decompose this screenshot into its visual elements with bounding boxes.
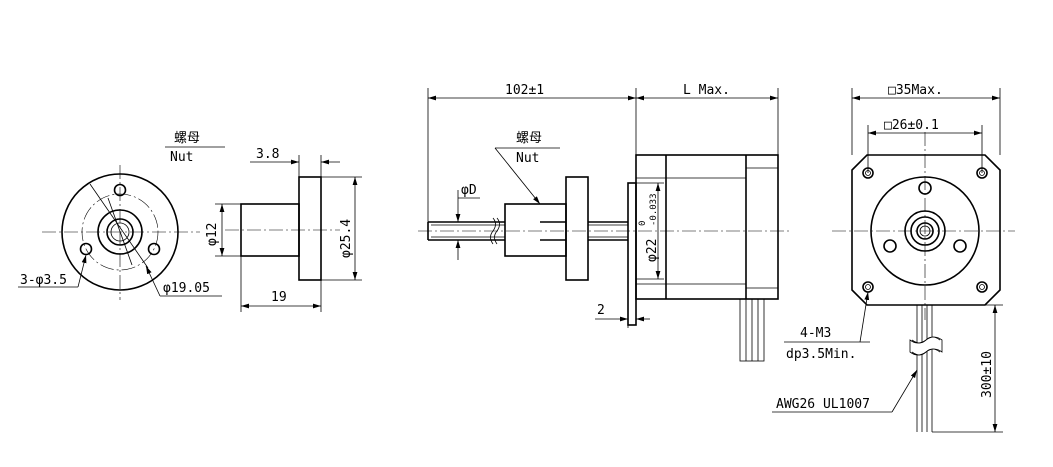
- hole-note: 3-φ3.5: [20, 273, 67, 288]
- body-length-dim: L Max.: [683, 83, 730, 98]
- motor-front-view: □35Max. □26±0.1 4-M3 dp3.5Min. AWG26 UL1…: [772, 83, 1015, 433]
- screw-dia-dim: φD: [461, 183, 477, 198]
- nut-body-outline: [97, 209, 143, 255]
- nut-label-en-2: Nut: [516, 151, 539, 166]
- body-dia-dim: φ12: [205, 223, 220, 246]
- motor-side-view: 102±1 L Max. φD 螺母 Nut φ22 0 -0.033 2: [418, 83, 790, 362]
- nut-mount-hole: [79, 242, 93, 256]
- nut-flange-rect: [298, 176, 322, 281]
- nut-pitch-circle: [81, 193, 159, 271]
- nut-label-cn-2: 螺母: [516, 131, 542, 146]
- screw-length-dim: 102±1: [505, 83, 544, 98]
- pilot-dia-dim: φ22: [645, 239, 660, 262]
- flange-dia-dim: φ25.4: [339, 219, 354, 258]
- nut-front-view: 3-φ3.5 φ19.05: [18, 165, 222, 300]
- nut-side-view: 3.8 φ12 φ25.4 19: [205, 147, 362, 312]
- motor-body: [635, 154, 779, 300]
- nut-length-dim: 19: [271, 290, 287, 305]
- wire-length-dim: 300±10: [980, 351, 995, 398]
- mount-hole: [862, 281, 874, 293]
- nut-flange-outline: [61, 173, 179, 291]
- motor-pilot: [627, 182, 637, 326]
- depth-note: dp3.5Min.: [786, 347, 856, 362]
- nut-bore: [106, 218, 134, 246]
- mount-hole: [976, 281, 988, 293]
- motor-boss: [904, 210, 946, 252]
- nut-label-cn: 螺母: [174, 131, 200, 146]
- pilot-height-dim: 2: [597, 303, 605, 318]
- pilot-tol-upper: 0: [638, 221, 648, 226]
- nut-label: 螺母 Nut: [165, 131, 225, 165]
- motor-face-circle: [870, 176, 980, 286]
- nut-mount-hole: [113, 183, 127, 197]
- hole-spacing-dim: □26±0.1: [884, 118, 939, 133]
- screw-note: 4-M3: [800, 326, 831, 341]
- nut-mount-hole: [147, 242, 161, 256]
- pcd-note: φ19.05: [163, 281, 210, 296]
- flange-thickness-dim: 3.8: [256, 147, 279, 162]
- wire-spec-note: AWG26 UL1007: [776, 397, 870, 412]
- nut-label-en: Nut: [170, 150, 193, 165]
- motor-shaft: [916, 222, 934, 240]
- pilot-tol-lower: -0.033: [649, 193, 659, 226]
- nut-on-screw: [504, 203, 567, 257]
- frame-size-dim: □35Max.: [888, 83, 943, 98]
